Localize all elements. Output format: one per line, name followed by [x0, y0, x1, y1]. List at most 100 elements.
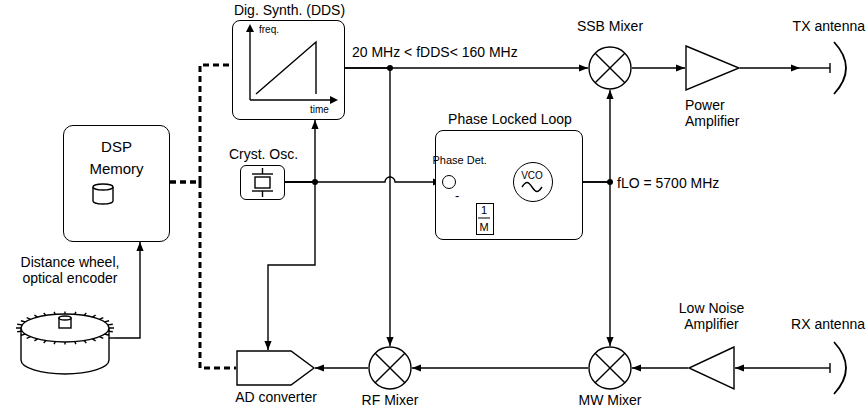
antenna-symbol: RX antenna — [800, 340, 848, 396]
memory-icon — [92, 187, 93, 201]
crystal-symbol — [261, 191, 262, 197]
signal-connector — [583, 182, 610, 346]
node-label: Phase Locked Loop — [436, 111, 584, 127]
antenna-feed — [829, 363, 830, 373]
node-label: AD converter — [226, 389, 326, 405]
node-label: MW Mixer — [560, 392, 660, 408]
signal-connector — [583, 90, 610, 182]
node-label: Phase Det. — [433, 154, 503, 167]
mixer-cross — [375, 353, 405, 383]
vco-circle: VCO — [513, 162, 553, 202]
node-label: Dig. Synth. (DDS) — [221, 2, 358, 18]
amplifier-symbol: Power Amplifier — [685, 45, 740, 91]
node-label: 1 — [477, 204, 492, 217]
signal-connector — [632, 367, 688, 368]
node-label: SSB Mixer — [560, 18, 660, 34]
axis-arrow — [330, 96, 338, 104]
mixer-circle — [589, 347, 631, 389]
node-label: Cryst. Osc. — [209, 146, 318, 162]
ant-drawing — [800, 40, 848, 96]
wheel-drawing — [15, 298, 115, 383]
crystal-symbol — [261, 168, 262, 174]
mixer-drawing — [588, 46, 632, 90]
mixer-circle — [369, 347, 411, 389]
amplifier-triangle — [686, 46, 739, 90]
node-label: Power Amplifier — [685, 97, 759, 129]
signal-connector — [740, 67, 800, 68]
signal-connector — [632, 67, 685, 68]
bus-connector — [170, 65, 232, 182]
antenna-feed — [800, 367, 830, 368]
mixer-drawing — [368, 346, 412, 390]
node-label: RF Mixer — [340, 392, 440, 408]
mixer-drawing — [588, 346, 632, 390]
node-label: VCO — [514, 170, 551, 182]
node-label: Low Noise Amplifier — [659, 300, 764, 332]
connector-group — [115, 65, 800, 368]
crystal-drawing — [240, 165, 285, 200]
mixer-symbol: MW Mixer — [588, 346, 632, 390]
chart-drawing — [232, 20, 345, 120]
antenna-feed — [800, 67, 830, 68]
mixer-cross — [595, 353, 625, 383]
signal-connector — [268, 182, 315, 350]
encoder-wheel: Distance wheel, optical encoder — [15, 298, 115, 383]
node-label: M — [477, 221, 492, 234]
node-label: Memory — [64, 160, 169, 177]
ant-drawing — [800, 340, 848, 396]
adc-drawing — [236, 350, 315, 386]
mixer-circle — [589, 47, 631, 89]
amplifier-triangle — [689, 347, 734, 389]
wheel-side — [20, 328, 21, 360]
sine-drawing — [512, 161, 552, 201]
wheel-top — [21, 314, 109, 342]
node-label: Distance wheel, optical encoder — [5, 254, 135, 286]
antenna-symbol: TX antenna — [800, 40, 848, 96]
crystal-symbol — [252, 173, 273, 174]
node-label: TX antenna — [768, 18, 865, 34]
memory-icon — [93, 201, 113, 204]
bus-connector — [170, 182, 236, 368]
node-label: RX antenna — [768, 316, 865, 332]
annotation-label: fLO = 5700 MHz — [617, 175, 719, 191]
annotation-label: 20 MHz < fDDS< 160 MHz — [352, 44, 518, 60]
node-label: DSP — [64, 138, 169, 155]
wheel-knob — [59, 316, 71, 320]
sawtooth-ramp — [256, 42, 316, 94]
triR-drawing — [685, 45, 740, 91]
chart-axis — [250, 99, 332, 100]
wheel-teeth — [16, 312, 114, 345]
dsp-box: DSP Memory — [63, 125, 170, 242]
antenna-dish — [834, 342, 846, 394]
signal-connector — [285, 177, 442, 182]
encoder-wire — [109, 337, 115, 338]
mixer-cross — [595, 353, 625, 383]
signal-connector — [345, 68, 390, 346]
sine-symbol — [522, 183, 542, 192]
axis-arrow — [246, 24, 254, 32]
mixer-symbol: SSB Mixer — [588, 46, 632, 90]
chart-axis — [249, 28, 250, 100]
divider-box: 1M — [476, 203, 494, 235]
synthesizer-box: Dig. Synth. (DDS) — [232, 20, 345, 120]
signal-connector — [412, 367, 588, 368]
crystal-symbol — [255, 177, 270, 188]
signal-connector — [315, 367, 368, 368]
converter-outline — [237, 351, 314, 385]
mixer-symbol: RF Mixer — [368, 346, 412, 390]
triL-drawing — [688, 346, 735, 390]
antenna-feed — [829, 63, 830, 73]
signal-connector — [735, 367, 800, 368]
phase-detector: Phase Det. — [442, 175, 456, 189]
amplifier-symbol: Low Noise Amplifier — [688, 346, 735, 390]
mixer-cross — [375, 353, 405, 383]
memory-icon — [112, 187, 113, 201]
memory-icon — [93, 184, 113, 190]
pll-box: Phase Locked LoopPhase Det.VCO1M — [435, 130, 583, 240]
wheel-side — [108, 328, 109, 360]
wheel-base — [21, 360, 109, 374]
oscillator-box: Cryst. Osc. — [240, 165, 285, 200]
mixer-cross — [595, 53, 625, 83]
fraction-bar — [478, 218, 490, 219]
mixer-cross — [595, 53, 625, 83]
